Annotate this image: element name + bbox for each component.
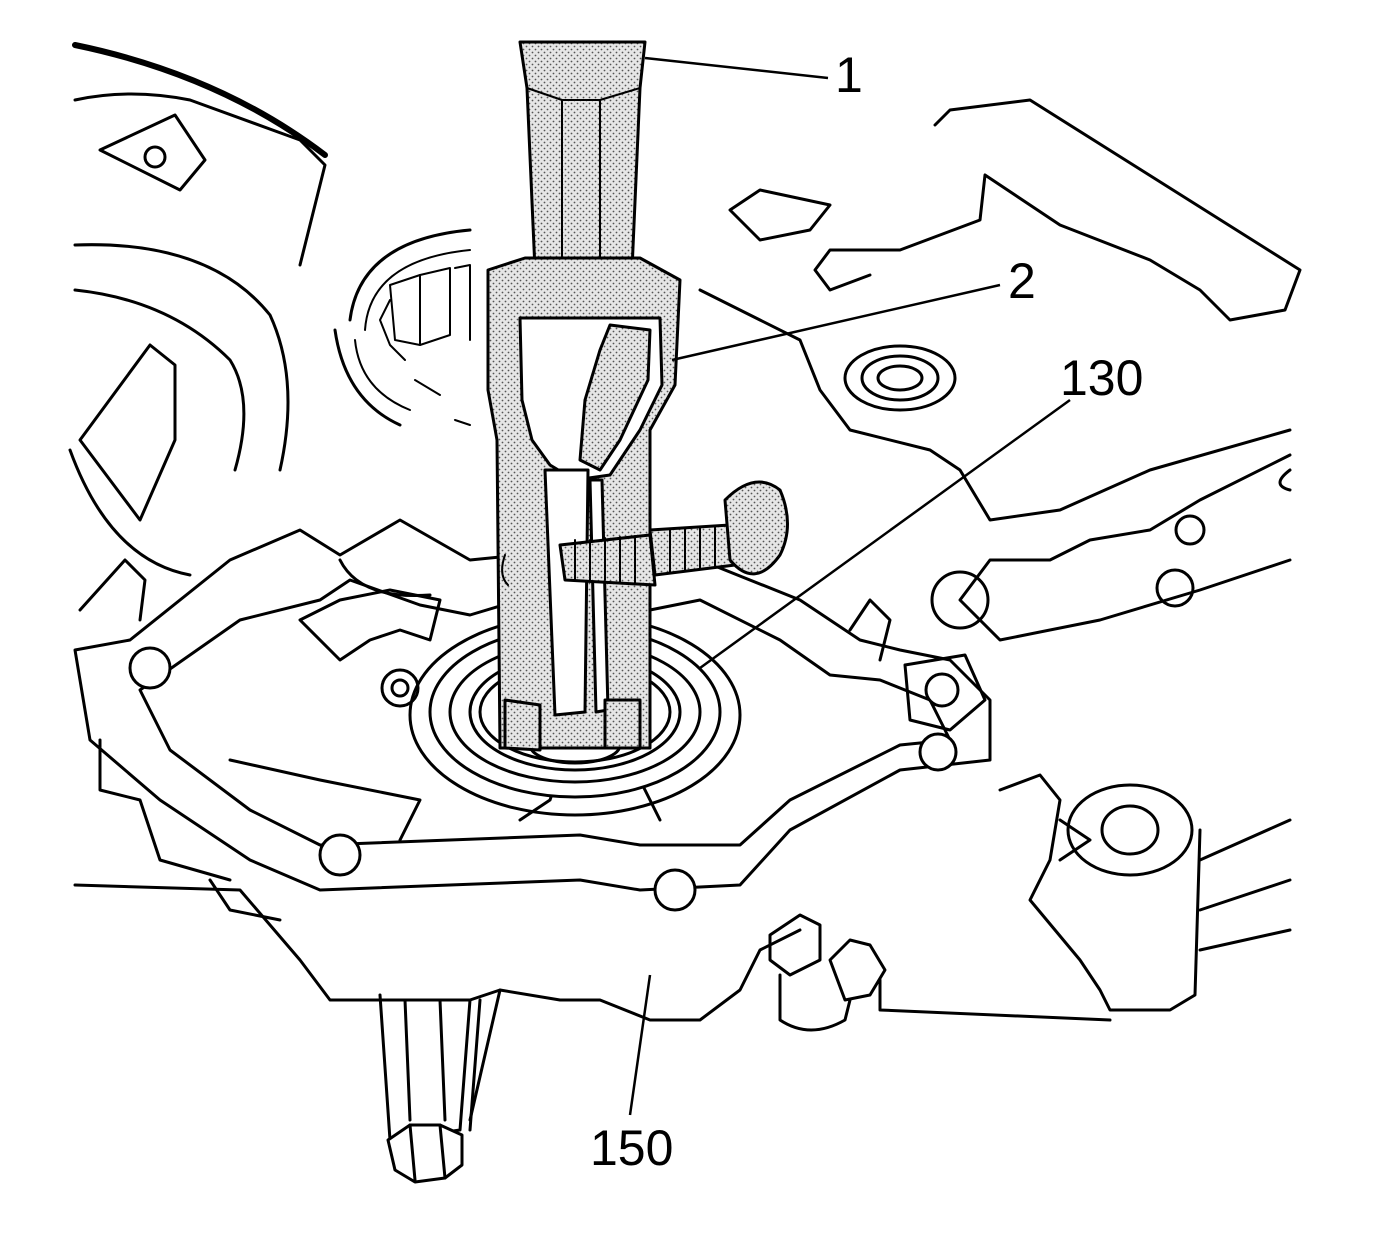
leader-line-130 — [699, 398, 1071, 670]
case-flange — [73, 518, 1292, 1184]
leader-line-2 — [671, 283, 1001, 362]
callout-2: 2 — [1008, 253, 1036, 309]
leader-line-150 — [628, 974, 652, 1116]
callout-1: 1 — [835, 47, 863, 103]
slide-hammer — [518, 40, 647, 272]
leader-lines — [628, 56, 1071, 1116]
drum-bore — [333, 228, 472, 427]
callout-labels: 1 2 130 150 — [590, 47, 1143, 1176]
seal-remover-tool — [486, 40, 789, 752]
valve-body-housing — [698, 98, 1302, 642]
leader-line-1 — [644, 56, 829, 80]
callout-150: 150 — [590, 1120, 673, 1176]
bell-housing — [68, 42, 328, 622]
callout-130: 130 — [1060, 350, 1143, 406]
wing-knob — [723, 480, 789, 576]
